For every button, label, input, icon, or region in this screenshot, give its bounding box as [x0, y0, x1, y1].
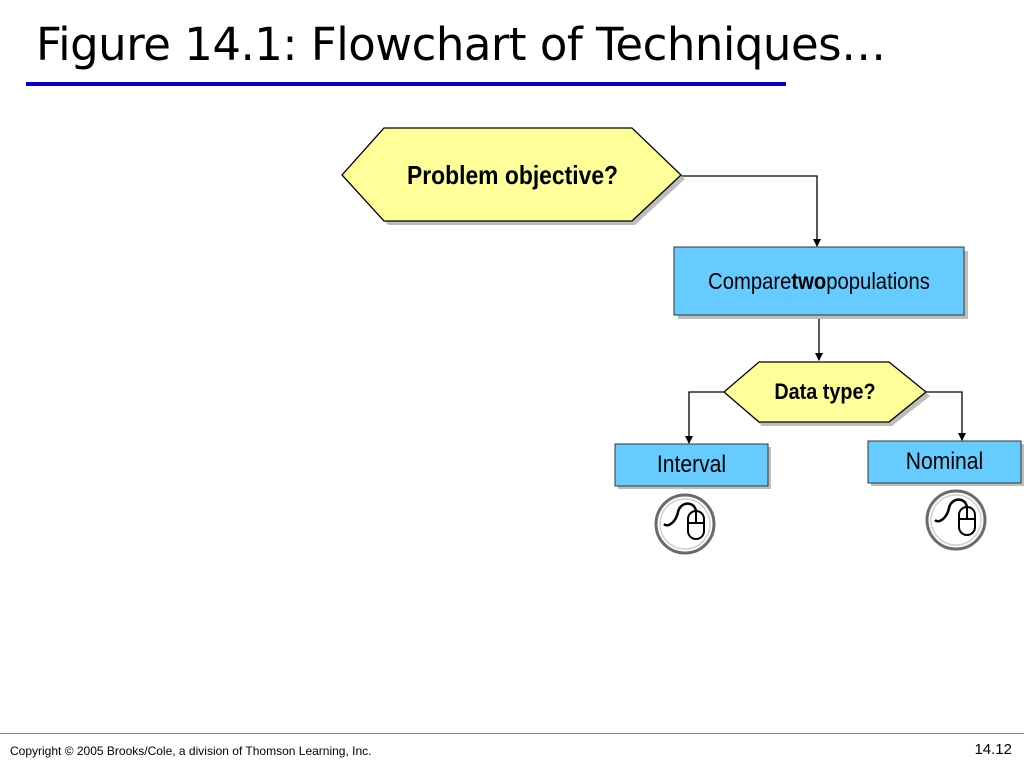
- compare-label-prefix: Compare: [708, 267, 792, 294]
- nominal-label: Nominal: [905, 448, 984, 475]
- slide-number: 14.12: [974, 741, 1012, 758]
- interval-mouse-click-icon[interactable]: [654, 493, 716, 555]
- title-underline: [26, 82, 786, 86]
- compare-two-populations-node: [673, 246, 965, 316]
- compare-label-suffix: populations: [826, 267, 930, 294]
- copyright-notice: Copyright © 2005 Brooks/Cole, a division…: [10, 744, 372, 758]
- connector-problem-to-compare: [680, 175, 821, 247]
- compare-label-emphasis: two: [791, 267, 827, 294]
- connector-datatype-to-interval: [685, 391, 724, 444]
- nominal-node: [867, 440, 1022, 484]
- interval-label: Interval: [656, 451, 727, 478]
- data-type-node: [723, 361, 928, 423]
- compare-two-populations-label: Compare two populations: [691, 247, 946, 315]
- data-type-label: Data type?: [774, 379, 876, 404]
- connector-datatype-to-nominal: [926, 391, 966, 441]
- problem-objective-node: [341, 127, 682, 222]
- nominal-mouse-click-icon[interactable]: [925, 489, 987, 551]
- problem-objective-label: Problem objective?: [406, 159, 619, 190]
- footer-divider: [0, 733, 1024, 734]
- interval-node: [614, 443, 769, 487]
- slide-title: Figure 14.1: Flowchart of Techniques…: [36, 18, 886, 71]
